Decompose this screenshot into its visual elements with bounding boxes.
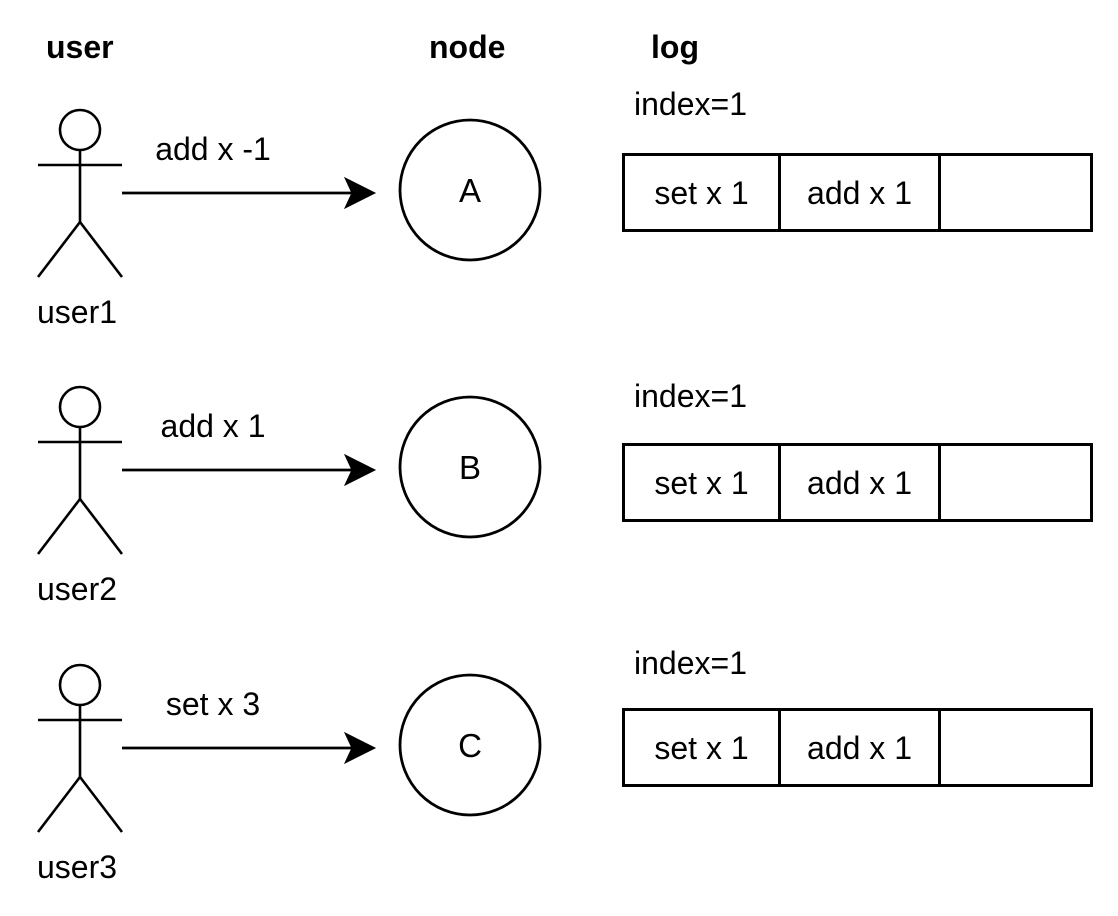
log-table: set x 1 add x 1 <box>622 708 1093 787</box>
row-2-shapes <box>36 385 542 555</box>
row-3-left: set x 3 C user3 <box>0 555 560 883</box>
message-arrow <box>122 731 377 765</box>
row-3-shapes <box>36 663 542 833</box>
node-label: C <box>458 726 482 764</box>
message-label: set x 3 <box>165 686 261 722</box>
log-cell: add x 1 <box>781 711 941 784</box>
column-header-node: node <box>429 29 506 65</box>
log-cell: set x 1 <box>625 156 781 229</box>
user-stick-figure-icon <box>36 663 124 833</box>
user-stick-figure-icon <box>36 108 124 278</box>
row-2-left: add x 1 B user2 <box>0 277 560 605</box>
user-name-label: user2 <box>37 571 118 607</box>
log-cell: set x 1 <box>625 711 781 784</box>
message-label: add x -1 <box>155 131 271 167</box>
log-table: set x 1 add x 1 <box>622 153 1093 232</box>
log-cell: add x 1 <box>781 156 941 229</box>
log-index-label: index=1 <box>634 378 747 414</box>
row-1-shapes <box>36 108 542 278</box>
node-label: B <box>458 448 481 486</box>
user-name-label: user1 <box>37 294 118 330</box>
log-index-label: index=1 <box>634 86 747 122</box>
node-circle <box>398 673 542 817</box>
message-arrow <box>122 176 377 210</box>
user-name-label: user3 <box>37 849 118 885</box>
user-stick-figure-icon <box>36 385 124 555</box>
message-label: add x 1 <box>160 408 266 444</box>
node-circle <box>398 118 542 262</box>
log-cell-empty <box>941 156 1090 229</box>
log-cell: add x 1 <box>781 446 941 519</box>
column-header-log: log <box>651 29 699 65</box>
log-cell-empty <box>941 711 1090 784</box>
column-header-user: user <box>46 29 114 65</box>
node-circle <box>398 395 542 539</box>
message-arrow <box>122 453 377 487</box>
log-table: set x 1 add x 1 <box>622 443 1093 522</box>
row-1-left: add x -1 A user1 <box>0 0 560 328</box>
log-index-label: index=1 <box>634 645 747 681</box>
log-cell: set x 1 <box>625 446 781 519</box>
node-label: A <box>458 171 481 209</box>
log-cell-empty <box>941 446 1090 519</box>
